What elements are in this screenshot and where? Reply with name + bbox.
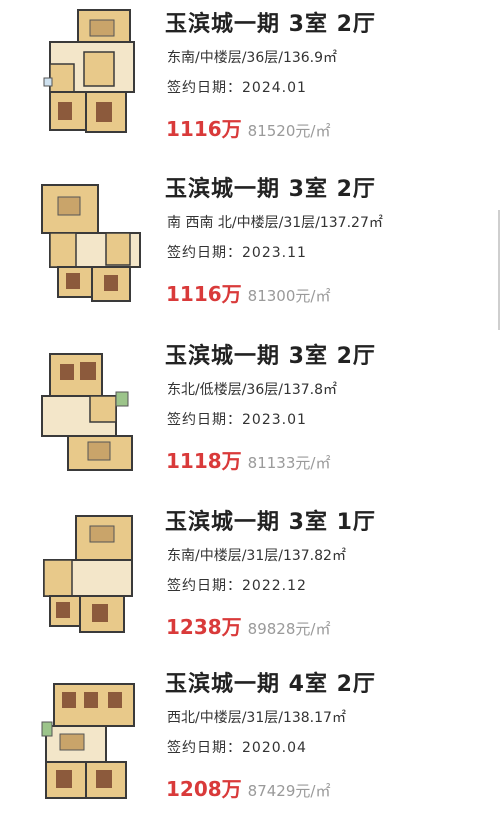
- price-row: 1118万 81133元/㎡: [166, 445, 330, 474]
- total-price: 1118万: [166, 449, 242, 473]
- unit-price: 81133元/㎡: [247, 454, 331, 472]
- listing-attributes: 南 西南 北/中楼层/31层/137.27㎡: [167, 215, 383, 231]
- floor-plan-thumbnail[interactable]: [20, 2, 144, 152]
- price-row: 1116万 81300元/㎡: [166, 278, 330, 307]
- signed-date-value: 2024.01: [242, 80, 307, 96]
- signed-date-row: 签约日期：2023.01: [167, 409, 307, 429]
- signed-date-label: 签约日期：: [167, 578, 242, 594]
- floor-plan-thumbnail[interactable]: [20, 500, 144, 650]
- listing-title: 玉滨城一期 3室 2厅: [165, 177, 376, 202]
- unit-price: 89828元/㎡: [247, 620, 331, 638]
- listing-attributes: 西北/中楼层/31层/138.17㎡: [167, 710, 346, 726]
- signed-date-label: 签约日期：: [167, 245, 242, 261]
- listing-item[interactable]: 玉滨城一期 3室 2厅 南 西南 北/中楼层/31层/137.27㎡ 签约日期：…: [0, 165, 500, 327]
- listing-title: 玉滨城一期 3室 2厅: [165, 344, 376, 369]
- signed-date-row: 签约日期：2024.01: [167, 77, 307, 97]
- signed-date-row: 签约日期：2020.04: [167, 737, 307, 757]
- total-price: 1116万: [166, 117, 242, 141]
- listing-title: 玉滨城一期 3室 2厅: [165, 12, 376, 37]
- listing-title: 玉滨城一期 4室 2厅: [165, 672, 376, 697]
- signed-date-label: 签约日期：: [167, 80, 242, 96]
- signed-date-value: 2023.11: [242, 245, 307, 261]
- listing-title: 玉滨城一期 3室 1厅: [165, 510, 376, 535]
- floor-plan-thumbnail[interactable]: [20, 167, 144, 317]
- listing-item[interactable]: 玉滨城一期 4室 2厅 西北/中楼层/31层/138.17㎡ 签约日期：2020…: [0, 660, 500, 822]
- listing-item[interactable]: 玉滨城一期 3室 2厅 东北/低楼层/36层/137.8㎡ 签约日期：2023.…: [0, 332, 500, 494]
- total-price: 1116万: [166, 282, 242, 306]
- listing-attributes: 东北/低楼层/36层/137.8㎡: [167, 382, 338, 398]
- unit-price: 87429元/㎡: [247, 782, 331, 800]
- price-row: 1116万 81520元/㎡: [166, 113, 330, 142]
- signed-date-row: 签约日期：2023.11: [167, 242, 307, 262]
- price-row: 1238万 89828元/㎡: [166, 611, 330, 640]
- floor-plan-thumbnail[interactable]: [20, 334, 144, 484]
- scrollbar-track[interactable]: [498, 210, 500, 330]
- total-price: 1238万: [166, 615, 242, 639]
- unit-price: 81520元/㎡: [247, 122, 331, 140]
- floor-plan-thumbnail[interactable]: [20, 662, 144, 812]
- listing-attributes: 东南/中楼层/31层/137.82㎡: [167, 548, 346, 564]
- unit-price: 81300元/㎡: [247, 287, 331, 305]
- listing-attributes: 东南/中楼层/36层/136.9㎡: [167, 50, 338, 66]
- signed-date-value: 2022.12: [242, 578, 307, 594]
- signed-date-value: 2020.04: [242, 740, 307, 756]
- signed-date-label: 签约日期：: [167, 740, 242, 756]
- total-price: 1208万: [166, 777, 242, 801]
- signed-date-row: 签约日期：2022.12: [167, 575, 307, 595]
- price-row: 1208万 87429元/㎡: [166, 773, 330, 802]
- signed-date-value: 2023.01: [242, 412, 307, 428]
- listing-item[interactable]: 玉滨城一期 3室 1厅 东南/中楼层/31层/137.82㎡ 签约日期：2022…: [0, 498, 500, 660]
- signed-date-label: 签约日期：: [167, 412, 242, 428]
- listing-item[interactable]: 玉滨城一期 3室 2厅 东南/中楼层/36层/136.9㎡ 签约日期：2024.…: [0, 0, 500, 162]
